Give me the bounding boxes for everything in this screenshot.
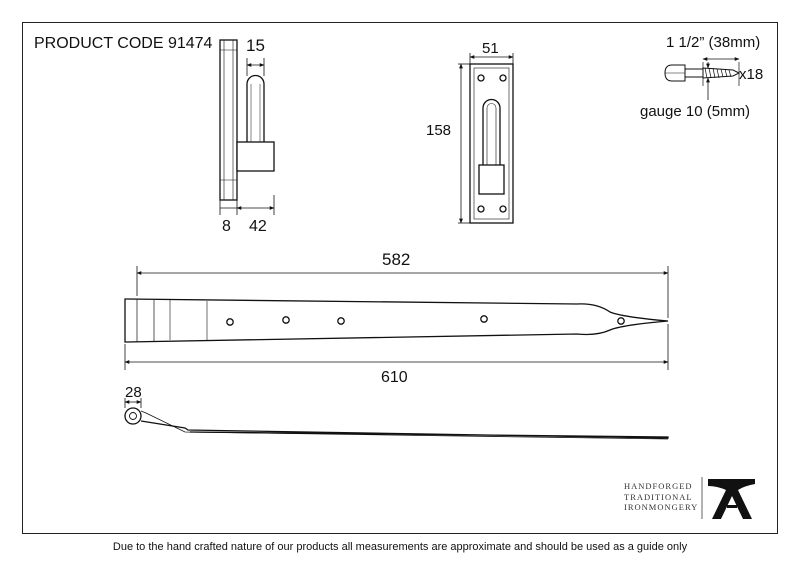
strap-top-view: [124, 298, 669, 343]
strap-top-dimensions: [124, 266, 669, 370]
logo-line: TRADITIONAL: [624, 491, 693, 502]
pin-side-dimensions: [219, 58, 275, 215]
logo-line: HANDFORGED: [624, 481, 693, 491]
screw-quantity-label: x18: [739, 66, 764, 83]
pin-diameter-label: 15: [246, 36, 265, 55]
eye-diameter-label: 28: [125, 384, 142, 401]
logo-text: HANDFORGED TRADITIONAL IRONMONGERY: [624, 481, 698, 513]
screw-gauge-label: gauge 10 (5mm): [640, 103, 751, 120]
pin-side-view: [219, 39, 275, 201]
pin-front-dimensions: [458, 53, 514, 224]
strap-side-dimensions: [124, 398, 142, 408]
plate-thickness-label: 8: [222, 218, 231, 235]
projection-label: 42: [249, 218, 267, 235]
disclaimer-footer: Due to the hand crafted nature of our pr…: [112, 541, 688, 553]
logo-line: IRONMONGERY: [624, 502, 699, 512]
strap-side-view: [124, 407, 669, 440]
screw-icon: [664, 57, 741, 100]
plate-width-label: 51: [482, 40, 499, 57]
drawing-border: [22, 22, 778, 534]
product-code: PRODUCT CODE 91474: [34, 35, 213, 52]
plate-height-label: 158: [426, 122, 452, 139]
anvil-icon: [708, 479, 755, 519]
pin-front-view: [469, 63, 514, 224]
overall-length-label: 610: [381, 369, 408, 386]
screw-length-label: 1 1/2” (38mm): [666, 34, 761, 51]
hole-span-label: 582: [382, 250, 411, 269]
